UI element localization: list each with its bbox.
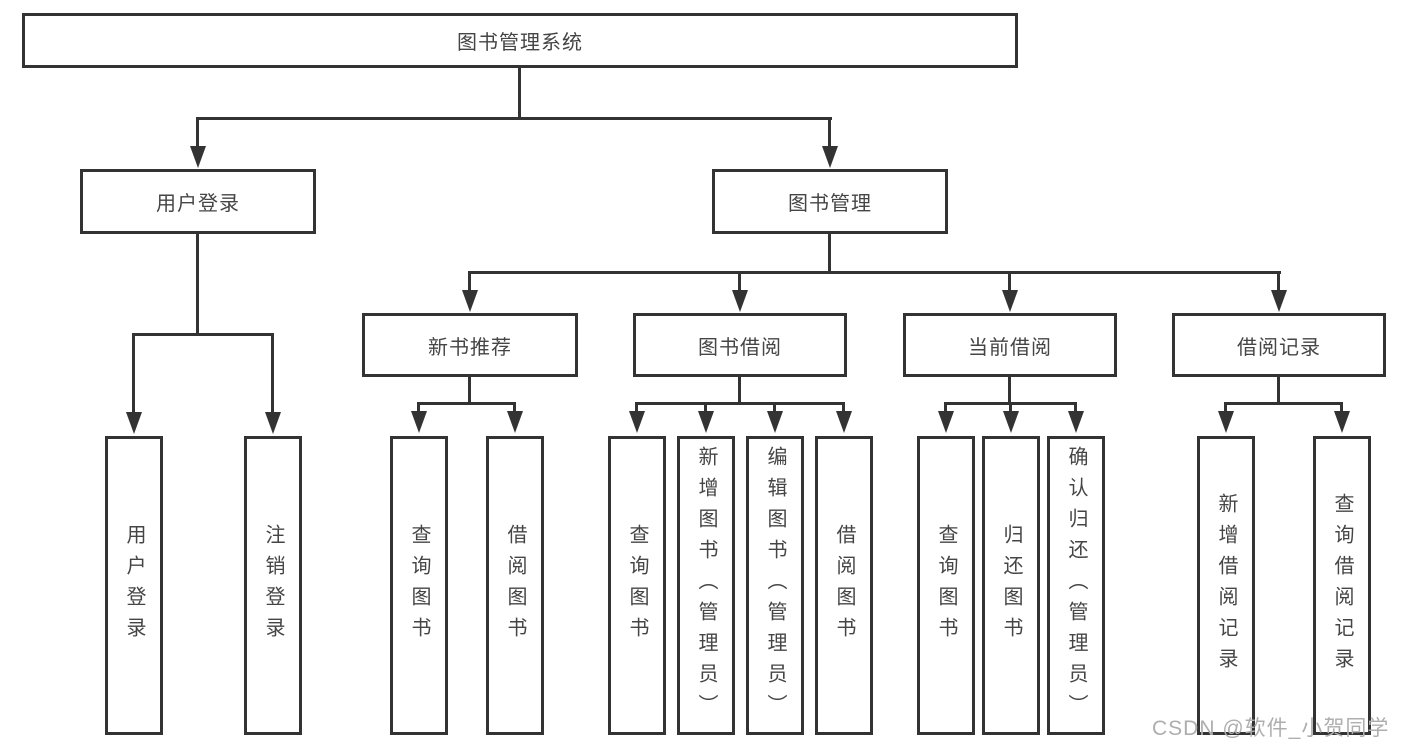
connector-line xyxy=(828,232,831,273)
arrow-down-icon xyxy=(1003,411,1019,433)
connector-line xyxy=(417,402,516,405)
leaf-borrow-query-books: 查询图书 xyxy=(608,436,666,735)
arrow-down-icon xyxy=(629,411,645,433)
arrow-down-icon xyxy=(938,411,954,433)
connector-line xyxy=(1340,402,1343,413)
connector-line xyxy=(635,402,638,413)
leaf-borrow-query-books-label: 查询图书 xyxy=(626,523,648,648)
leaf-borrow-edit-books-admin-label: 编辑图书（管理员） xyxy=(764,446,786,725)
leaf-borrow-add-books-admin-label: 新增图书（管理员） xyxy=(695,446,717,725)
node-root: 图书管理系统 xyxy=(22,13,1018,68)
connector-line xyxy=(132,333,274,336)
leaf-current-query-books: 查询图书 xyxy=(917,436,975,735)
connector-line xyxy=(196,117,832,120)
arrow-down-icon xyxy=(822,146,838,168)
arrow-down-icon xyxy=(732,290,748,312)
arrow-down-icon xyxy=(190,146,206,168)
connector-line xyxy=(1224,402,1227,413)
arrow-down-icon xyxy=(767,411,783,433)
connector-line xyxy=(271,333,274,413)
connector-line xyxy=(635,402,845,405)
leaf-logout: 注销登录 xyxy=(244,436,302,735)
leaf-current-confirm-return-admin-label: 确认归还（管理员） xyxy=(1065,446,1087,725)
node-book-borrowing-label: 图书借阅 xyxy=(698,336,782,359)
connector-line xyxy=(1008,374,1011,404)
leaf-current-query-books-label: 查询图书 xyxy=(935,523,957,648)
leaf-recommend-borrow-books-label: 借阅图书 xyxy=(504,523,526,648)
connector-line xyxy=(773,402,776,413)
arrow-down-icon xyxy=(507,411,523,433)
leaf-logout-label: 注销登录 xyxy=(262,523,284,648)
connector-line xyxy=(518,66,521,118)
watermark: CSDN @软件_小贺同学 xyxy=(1152,717,1390,740)
connector-line xyxy=(468,271,1281,274)
leaf-borrow-borrow-books: 借阅图书 xyxy=(815,436,873,735)
connector-line xyxy=(944,402,947,413)
connector-line xyxy=(828,117,831,147)
node-borrowing-records: 借阅记录 xyxy=(1172,313,1386,377)
leaf-user-login-label: 用户登录 xyxy=(123,523,145,648)
connector-line xyxy=(1009,402,1012,413)
leaf-current-return-books: 归还图书 xyxy=(982,436,1040,735)
arrow-down-icon xyxy=(411,411,427,433)
connector-line xyxy=(1277,271,1280,291)
connector-line xyxy=(1224,402,1343,405)
leaf-recommend-borrow-books: 借阅图书 xyxy=(486,436,544,735)
node-new-book-recommendation: 新书推荐 xyxy=(362,313,578,377)
connector-line xyxy=(1074,402,1077,413)
connector-line xyxy=(196,231,199,335)
connector-line xyxy=(738,271,741,291)
connector-line xyxy=(704,402,707,413)
leaf-records-add-record-label: 新增借阅记录 xyxy=(1215,492,1237,679)
node-new-book-recommendation-label: 新书推荐 xyxy=(428,336,512,359)
connector-line xyxy=(417,402,420,413)
connector-line xyxy=(1008,271,1011,291)
node-user-login: 用户登录 xyxy=(80,169,316,234)
connector-line xyxy=(196,117,199,147)
connector-line xyxy=(1277,374,1280,404)
leaf-borrow-borrow-books-label: 借阅图书 xyxy=(833,523,855,648)
connector-line xyxy=(132,333,135,413)
arrow-down-icon xyxy=(1218,411,1234,433)
connector-line xyxy=(842,402,845,413)
node-book-borrowing: 图书借阅 xyxy=(633,313,847,377)
leaf-current-return-books-label: 归还图书 xyxy=(1000,523,1022,648)
leaf-records-add-record: 新增借阅记录 xyxy=(1197,436,1255,735)
node-current-borrowing: 当前借阅 xyxy=(903,313,1117,377)
node-current-borrowing-label: 当前借阅 xyxy=(968,336,1052,359)
leaf-records-query-record: 查询借阅记录 xyxy=(1313,436,1371,735)
leaf-borrow-edit-books-admin: 编辑图书（管理员） xyxy=(746,436,804,735)
node-book-management-label: 图书管理 xyxy=(788,193,872,215)
leaf-user-login: 用户登录 xyxy=(105,436,163,735)
arrow-down-icon xyxy=(126,412,142,434)
arrow-down-icon xyxy=(698,411,714,433)
leaf-recommend-query-books-label: 查询图书 xyxy=(408,523,430,648)
arrow-down-icon xyxy=(1068,411,1084,433)
node-book-management: 图书管理 xyxy=(712,169,948,234)
leaf-current-confirm-return-admin: 确认归还（管理员） xyxy=(1047,436,1105,735)
arrow-down-icon xyxy=(1334,411,1350,433)
arrow-down-icon xyxy=(265,412,281,434)
leaf-borrow-add-books-admin: 新增图书（管理员） xyxy=(677,436,735,735)
arrow-down-icon xyxy=(1271,290,1287,312)
connector-line xyxy=(468,374,471,404)
connector-line xyxy=(738,374,741,404)
arrow-down-icon xyxy=(462,290,478,312)
node-user-login-label: 用户登录 xyxy=(156,193,240,215)
arrow-down-icon xyxy=(1002,290,1018,312)
leaf-recommend-query-books: 查询图书 xyxy=(390,436,448,735)
arrow-down-icon xyxy=(836,411,852,433)
node-root-label: 图书管理系统 xyxy=(457,32,583,54)
connector-line xyxy=(513,402,516,413)
node-borrowing-records-label: 借阅记录 xyxy=(1237,336,1321,359)
leaf-records-query-record-label: 查询借阅记录 xyxy=(1331,492,1353,679)
connector-line xyxy=(468,271,471,291)
